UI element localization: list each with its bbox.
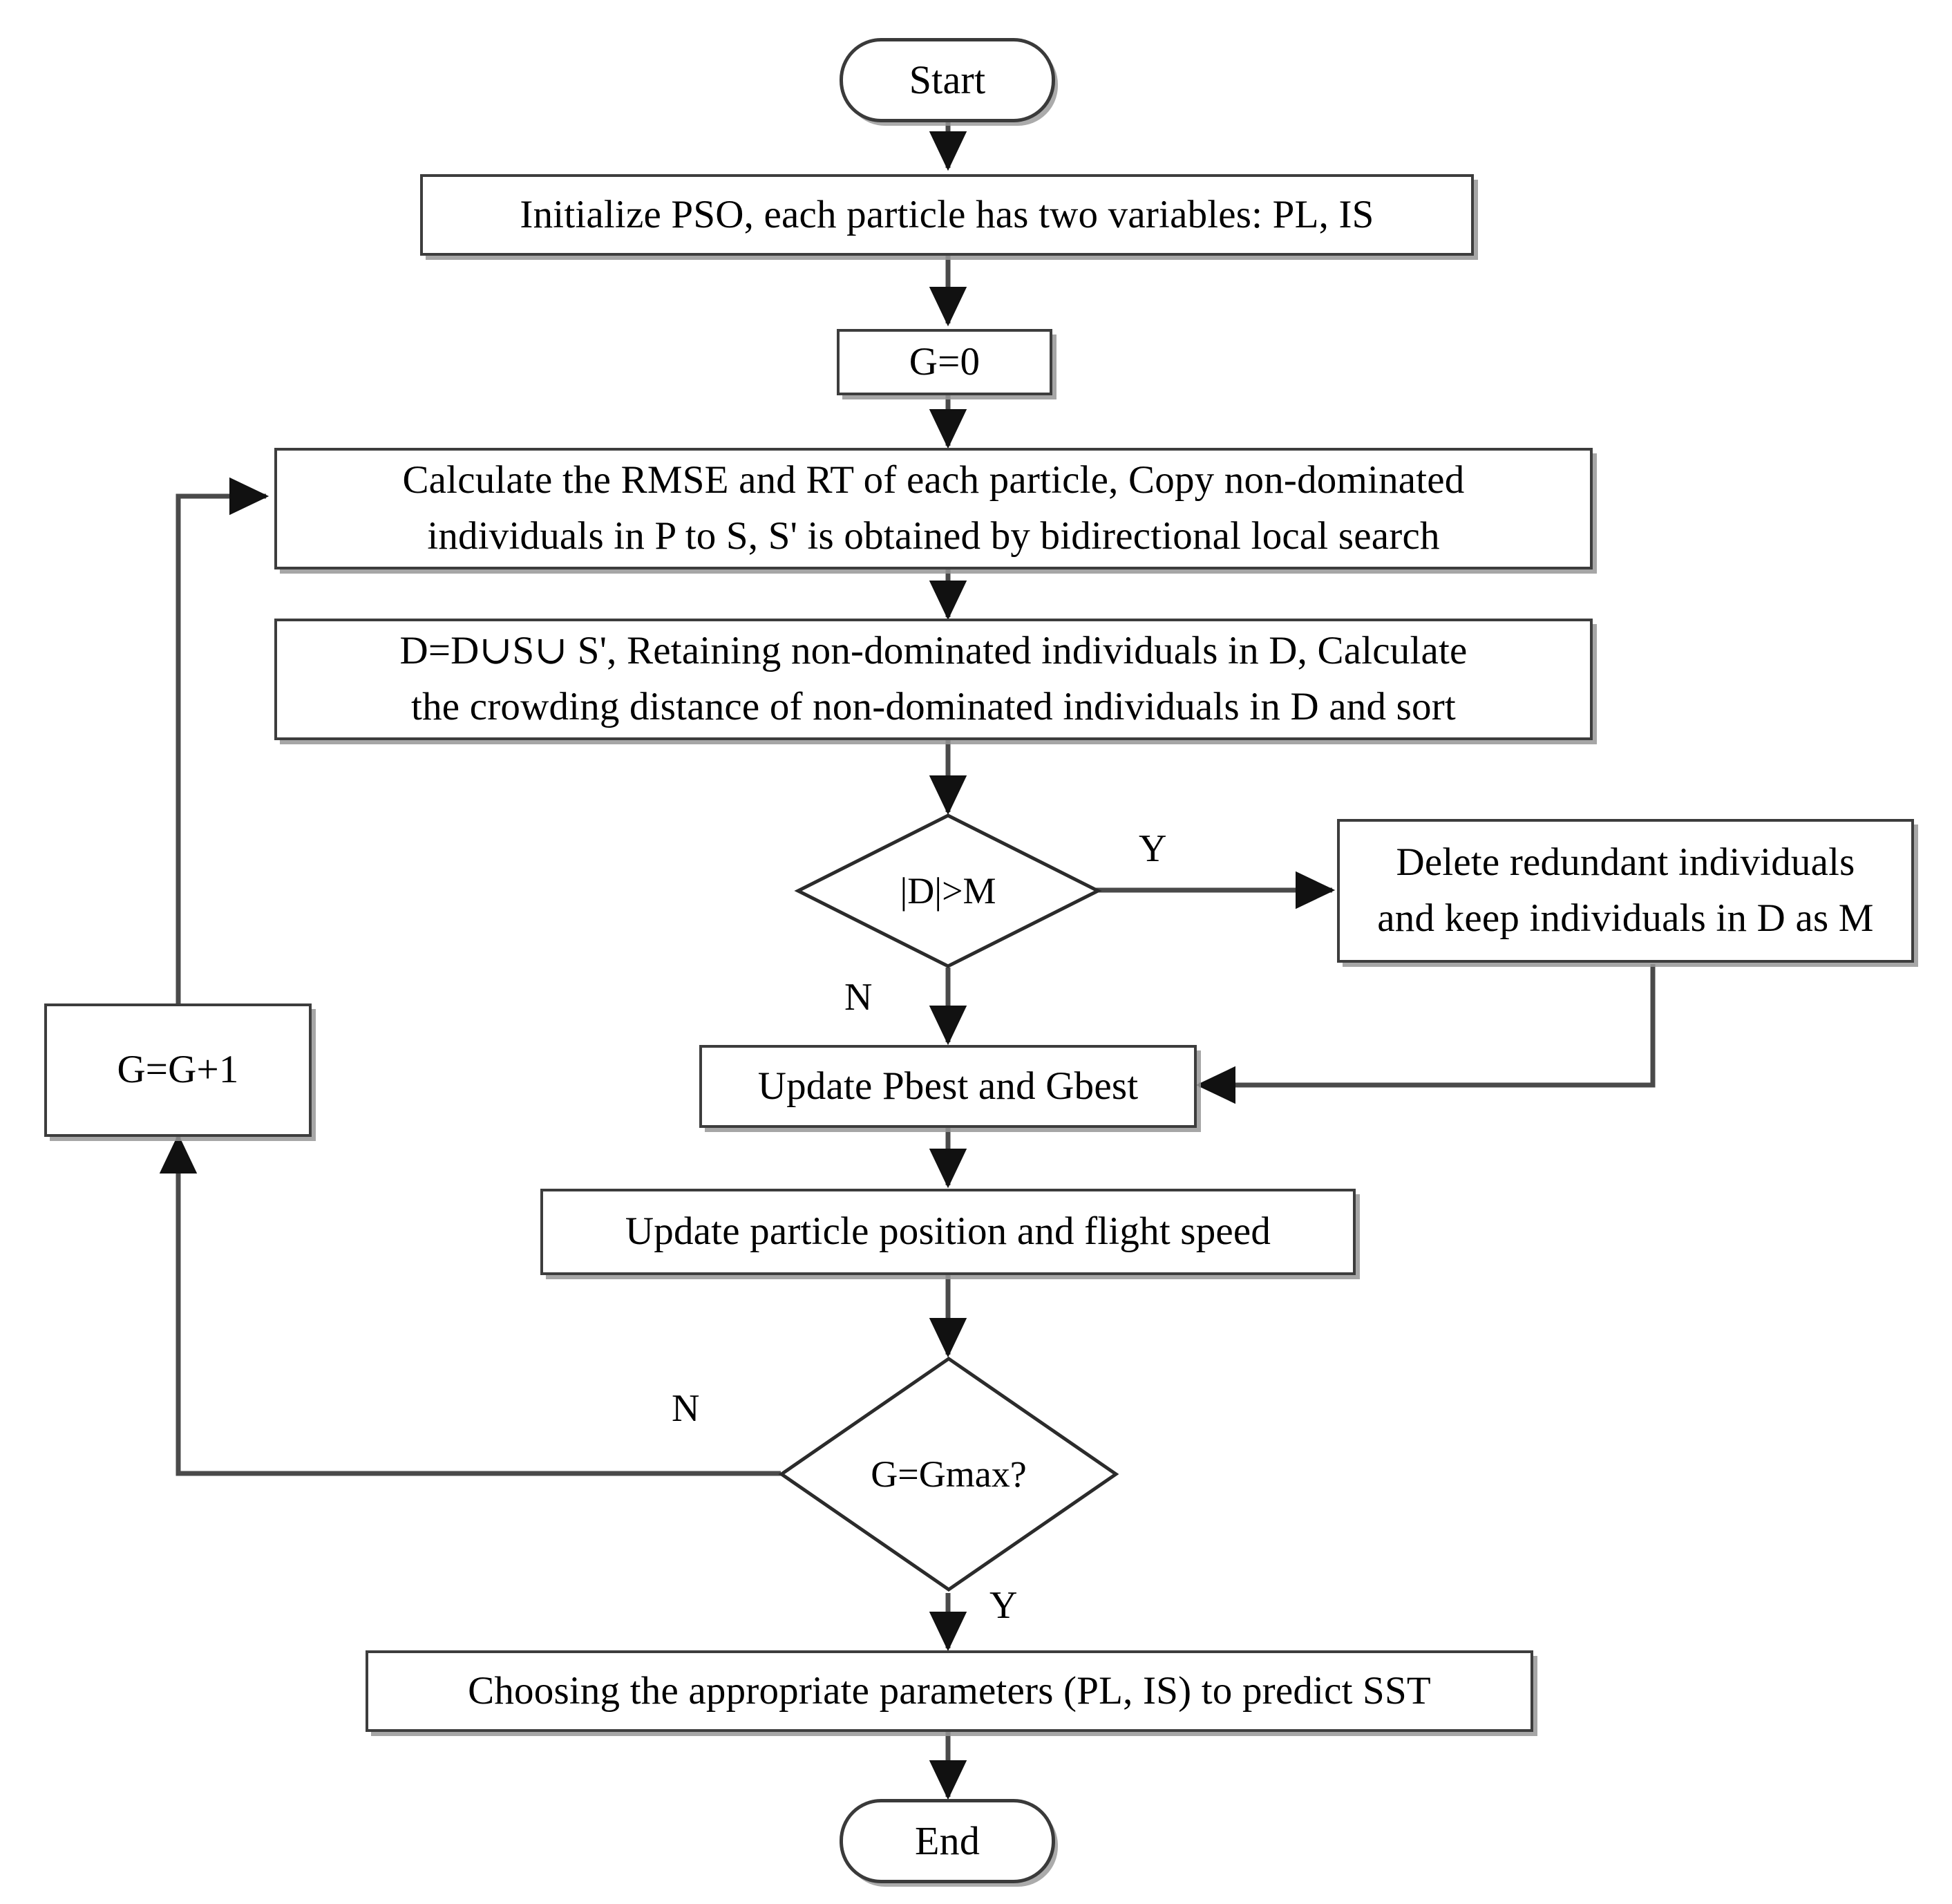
node-start[interactable]: Start bbox=[840, 38, 1055, 122]
node-calculate-label: Calculate the RMSE and RT of each partic… bbox=[402, 458, 1465, 558]
edge-delete-to-update-best bbox=[1195, 964, 1656, 1104]
node-decision-gmax-label: G=Gmax? bbox=[871, 1453, 1027, 1495]
edge-label-gmax-no: N bbox=[672, 1387, 700, 1430]
edge-label-size-no: N bbox=[844, 976, 873, 1019]
node-choose-params-label: Choosing the appropriate parameters (PL,… bbox=[468, 1668, 1431, 1713]
node-calculate[interactable]: Calculate the RMSE and RT of each partic… bbox=[274, 448, 1593, 569]
edge-g-increment-to-calculate bbox=[176, 477, 269, 1006]
node-g-increment-label: G=G+1 bbox=[117, 1048, 239, 1092]
node-g-zero-label: G=0 bbox=[909, 339, 980, 384]
node-initialize[interactable]: Initialize PSO, each particle has two va… bbox=[420, 174, 1474, 256]
node-update-best-label: Update Pbest and Gbest bbox=[757, 1064, 1139, 1108]
node-end[interactable]: End bbox=[840, 1799, 1055, 1883]
node-initialize-label: Initialize PSO, each particle has two va… bbox=[520, 192, 1374, 236]
node-merge-label: D=D∪S∪ S', Retaining non-dominated indiv… bbox=[399, 629, 1468, 728]
node-end-label: End bbox=[914, 1818, 980, 1863]
node-decision-gmax[interactable]: G=Gmax? bbox=[778, 1356, 1119, 1592]
node-update-particle[interactable]: Update particle position and flight spee… bbox=[540, 1189, 1356, 1275]
node-delete-redundant-label: Delete redundant individuals and keep in… bbox=[1377, 840, 1874, 940]
node-start-label: Start bbox=[909, 57, 986, 102]
node-decision-size[interactable]: |D|>M bbox=[794, 813, 1102, 968]
edge-label-gmax-yes: Y bbox=[989, 1584, 1018, 1627]
edge-label-size-yes: Y bbox=[1139, 827, 1167, 870]
node-decision-size-label: |D|>M bbox=[900, 870, 996, 912]
node-g-increment[interactable]: G=G+1 bbox=[44, 1003, 312, 1137]
node-delete-redundant[interactable]: Delete redundant individuals and keep in… bbox=[1337, 819, 1914, 963]
node-choose-params[interactable]: Choosing the appropriate parameters (PL,… bbox=[366, 1650, 1533, 1732]
node-merge[interactable]: D=D∪S∪ S', Retaining non-dominated indiv… bbox=[274, 619, 1593, 740]
node-update-particle-label: Update particle position and flight spee… bbox=[625, 1209, 1271, 1254]
node-g-zero[interactable]: G=0 bbox=[837, 329, 1052, 395]
node-update-best[interactable]: Update Pbest and Gbest bbox=[699, 1045, 1197, 1128]
